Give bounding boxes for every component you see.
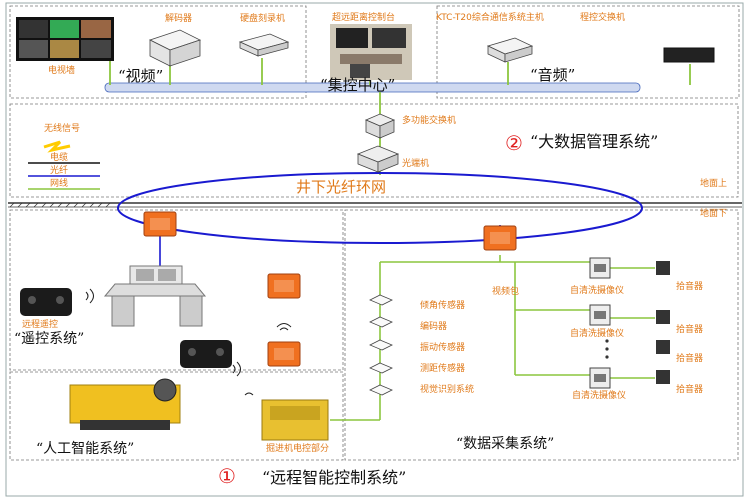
junction-box-low xyxy=(267,341,301,367)
roadheader-control-unit xyxy=(261,399,329,441)
pickup-label-4: 拾音器 xyxy=(676,385,704,395)
comm-host xyxy=(486,37,534,63)
pbx-label: 程控交换机 xyxy=(580,13,626,23)
decoder-label: 解码器 xyxy=(165,14,193,24)
more-dots xyxy=(605,339,609,359)
control-desk xyxy=(103,265,207,327)
outer-frame xyxy=(5,2,744,497)
ring-label: 井下光纤环网 xyxy=(296,178,387,196)
junction-box-right xyxy=(483,225,517,251)
camera-3 xyxy=(589,367,611,389)
roadheader xyxy=(69,378,181,430)
tv-wall xyxy=(16,17,114,61)
sensor-stack xyxy=(369,294,393,396)
sensor-label-2: 编码器 xyxy=(420,322,448,332)
surface-above-label: 地面上 xyxy=(700,179,728,189)
camera-1 xyxy=(589,257,611,279)
ground-line xyxy=(8,202,742,208)
fiber-ring xyxy=(117,172,643,244)
data-acq-title: “数据采集系统” xyxy=(456,436,555,452)
legend-fiber-label: 光纤 xyxy=(50,166,69,176)
disk-recorder-label: 硬盘刻录机 xyxy=(240,14,286,24)
video-box xyxy=(9,5,307,99)
surface-below-label: 地面下 xyxy=(700,209,728,219)
console-label: 超远距离控制台 xyxy=(332,13,396,23)
center-title: “集控中心” xyxy=(320,76,396,94)
camera-label-1: 自清洗摄像仪 xyxy=(570,286,625,296)
surface-box xyxy=(9,103,739,198)
legend-wireless-swatch xyxy=(43,140,71,153)
junction-box-left xyxy=(143,211,177,237)
sensor-label-3: 振动传感器 xyxy=(420,343,466,353)
pickup-label-1: 拾音器 xyxy=(676,282,704,292)
video-title: “视频” xyxy=(118,67,164,85)
big-data-title: “大数据管理系统” xyxy=(530,132,659,151)
legend xyxy=(28,140,100,190)
optical-machine xyxy=(356,145,400,173)
sensor-label-4: 测距传感器 xyxy=(420,364,466,374)
sensor-label-1: 倾角传感器 xyxy=(420,301,466,311)
pickup-label-2: 拾音器 xyxy=(676,325,704,335)
big-data-number: ② xyxy=(505,131,523,155)
ai-title: “人工智能系统” xyxy=(36,441,135,457)
camera-label-3: 自清洗摄像仪 xyxy=(572,391,627,401)
roadheader-ctrl-label: 掘进机电控部分 xyxy=(266,444,330,454)
pbx-device xyxy=(663,47,715,63)
main-bus xyxy=(104,82,641,93)
legend-network-label: 网线 xyxy=(50,179,69,189)
camera-label-2: 自清洗摄像仪 xyxy=(570,329,625,339)
legend-cable-label: 电缆 xyxy=(50,153,69,163)
footer-title: “远程智能控制系统” xyxy=(262,468,407,487)
data-box xyxy=(344,209,739,461)
decoder xyxy=(148,29,202,67)
tv-wall-label: 电视墙 xyxy=(48,66,76,76)
remote-title: “遥控系统” xyxy=(14,331,85,347)
junction-box-mid xyxy=(267,273,301,299)
wifi-icon xyxy=(85,288,292,396)
pickup-label-3: 拾音器 xyxy=(676,354,704,364)
ai-box xyxy=(9,371,344,461)
optical-machine-label: 光端机 xyxy=(402,159,430,169)
multifunction-switch xyxy=(364,113,396,139)
disk-recorder xyxy=(238,33,290,57)
camera-2 xyxy=(589,304,611,326)
footer-number: ① xyxy=(218,464,236,488)
comm-host-label: KTC-T20综合通信系统主机 xyxy=(436,13,544,23)
remote-controller-2 xyxy=(180,340,232,368)
video-pack-label: 视频包 xyxy=(492,287,520,297)
legend-wireless-label: 无线信号 xyxy=(44,124,81,134)
sensor-label-5: 视觉识别系统 xyxy=(420,385,475,395)
audio-box xyxy=(436,5,740,99)
multi-switch-label: 多功能交换机 xyxy=(402,116,457,126)
remote-controller-1 xyxy=(20,288,72,316)
remote-box xyxy=(9,209,344,371)
audio-title: “音频” xyxy=(530,66,576,84)
console-photo xyxy=(330,24,412,80)
remote-control-label: 远程遥控 xyxy=(22,320,59,330)
pickups xyxy=(656,261,670,384)
